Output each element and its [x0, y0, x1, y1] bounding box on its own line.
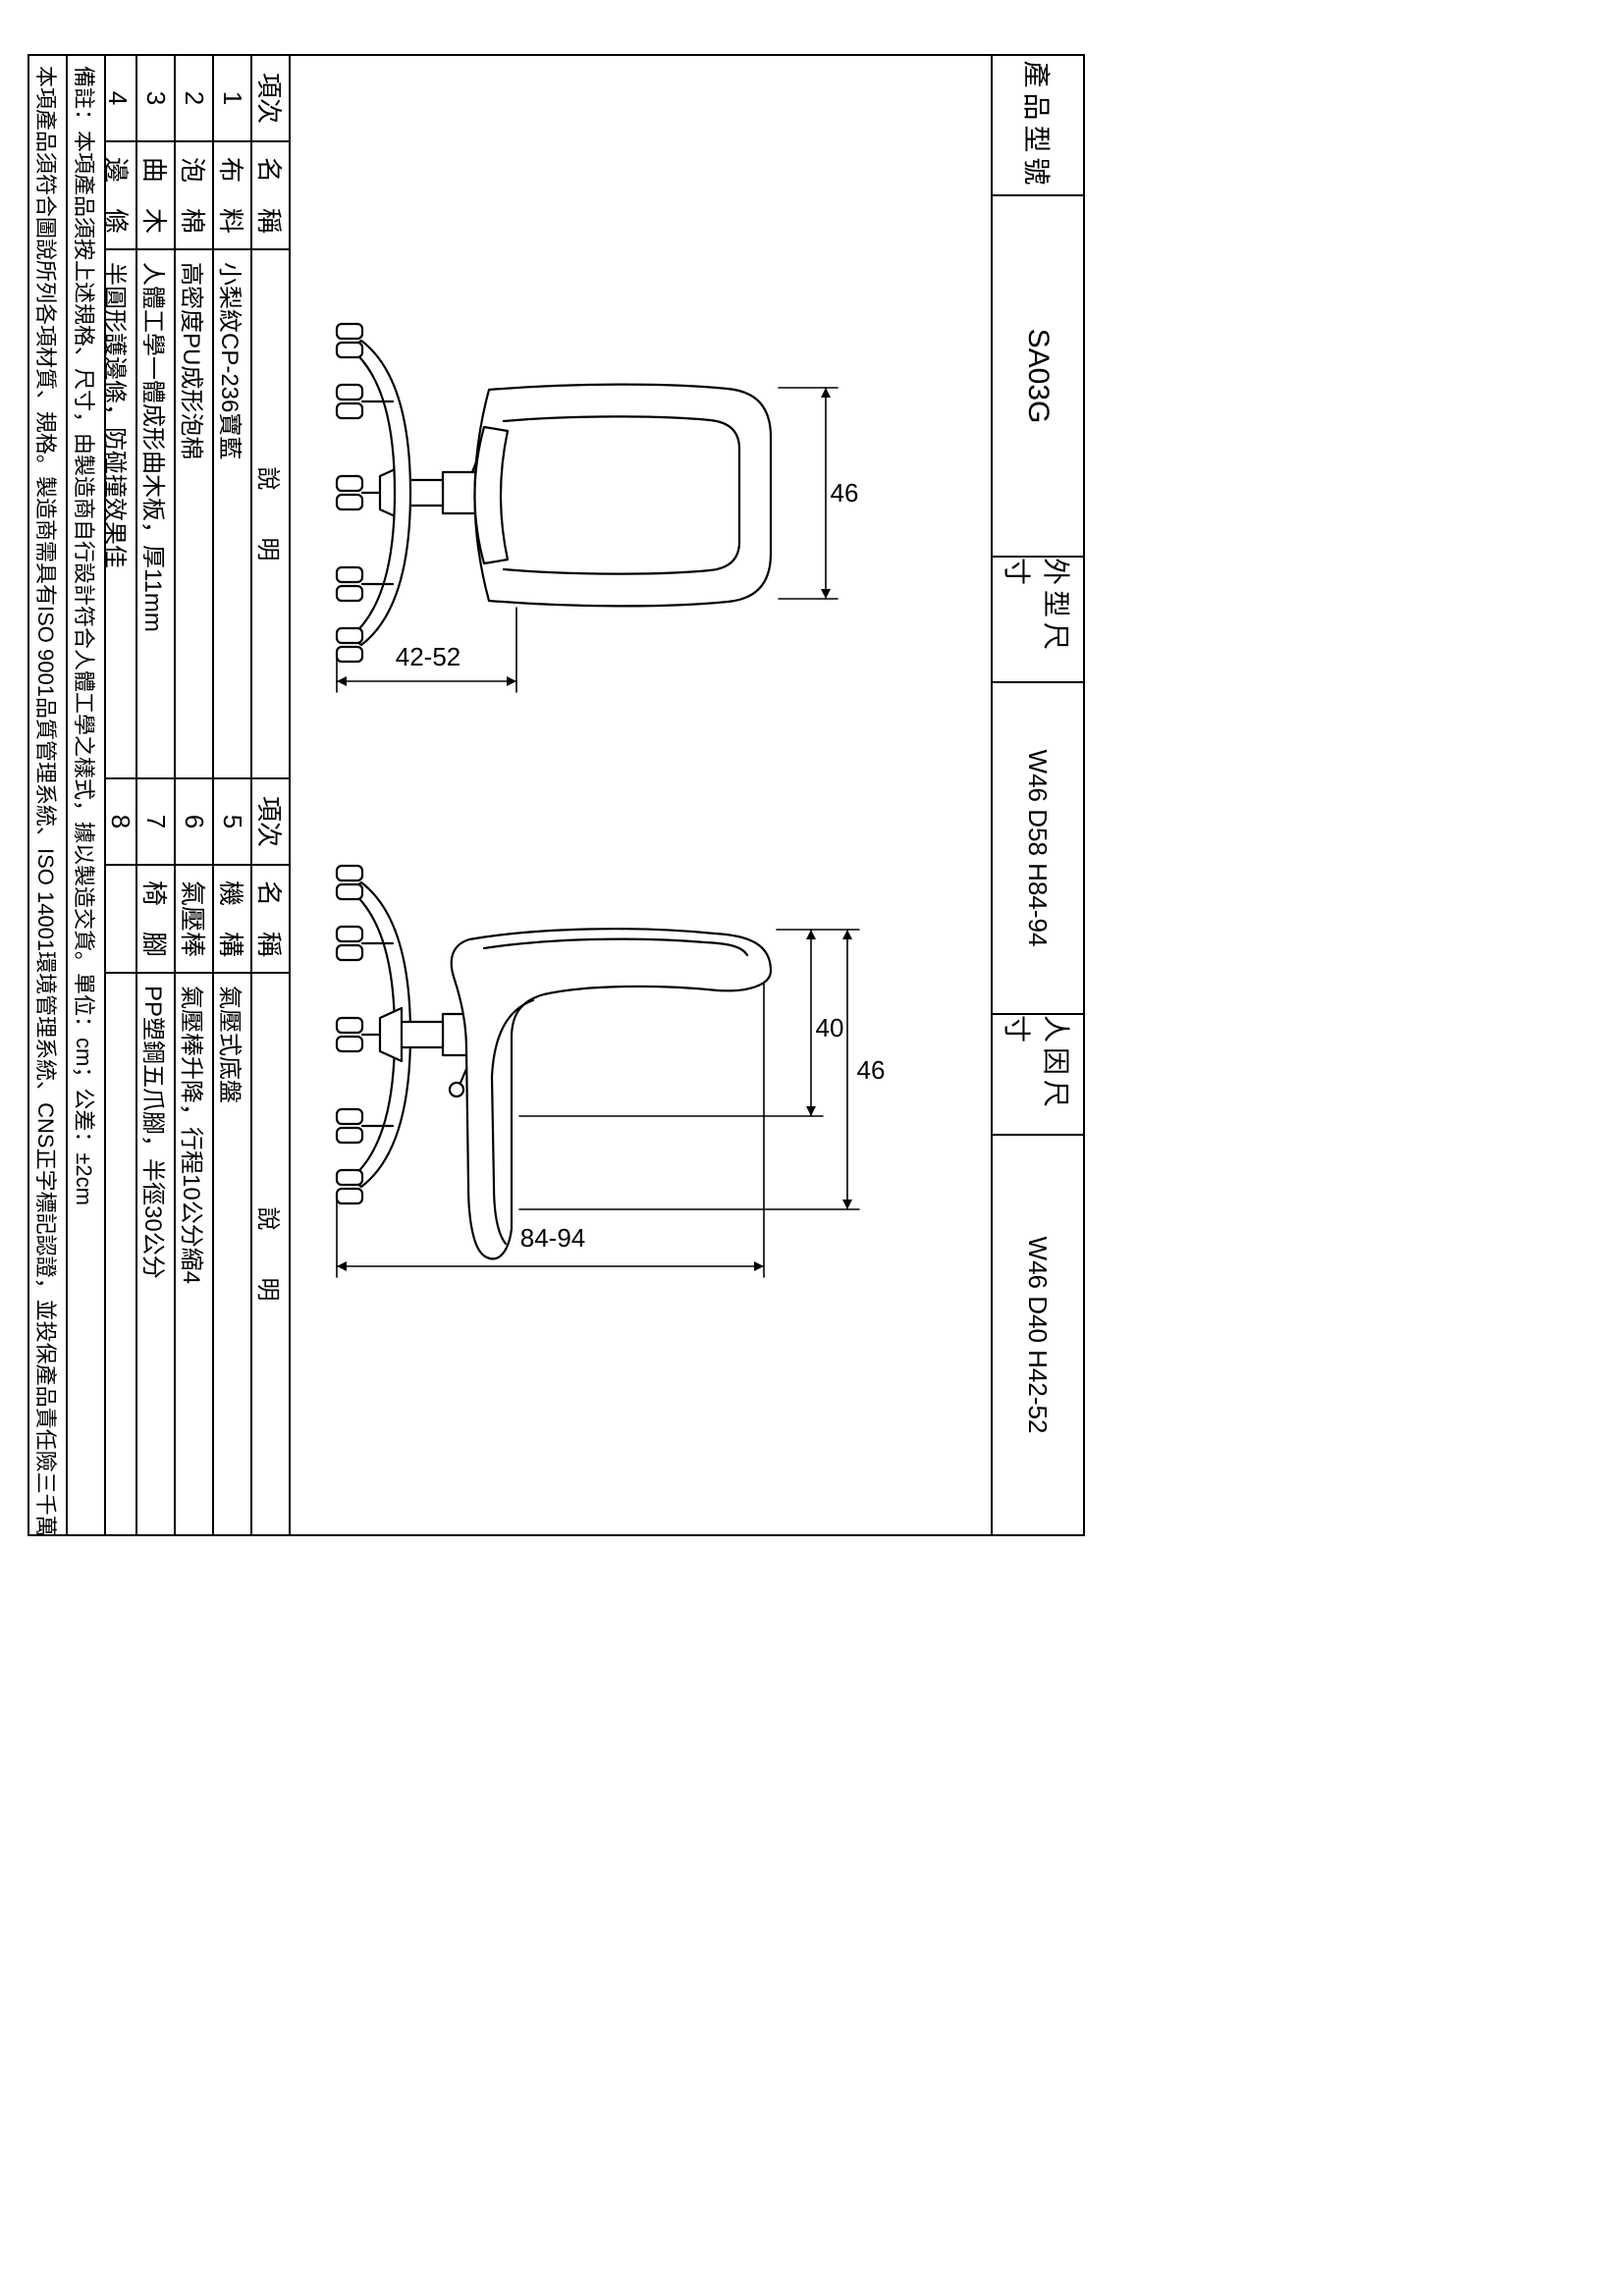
base-side	[349, 881, 412, 1189]
product-model-label: 產品型號	[993, 56, 1083, 196]
base-front	[349, 339, 412, 647]
item-no: 5	[214, 779, 250, 866]
item-no: 3	[137, 56, 174, 142]
caster	[335, 1168, 364, 1205]
casters-side	[335, 864, 364, 1205]
caster	[335, 864, 364, 901]
item-name: 曲 木	[137, 142, 174, 250]
item-desc: PP塑鋼五爪腳，半徑30公分	[139, 986, 166, 1279]
table-row: 5 機 構 氣壓式底盤	[214, 779, 252, 1534]
casters-front	[335, 322, 364, 664]
dim-label-overall-height-range: 84-94	[519, 1223, 586, 1253]
table-row: 8	[105, 779, 137, 1534]
table-row: 7 椅 腳 PP塑鋼五爪腳，半徑30公分	[137, 779, 176, 1534]
table-row: 6 氣壓棒 氣壓棒升降，行程10公分縮4	[176, 779, 214, 1534]
title-block: 產品型號 SA03G 外型尺寸 W46 D58 H84-94 人因尺寸 W46 …	[991, 56, 1083, 1534]
caster	[335, 1107, 364, 1145]
chair-drawings-svg	[335, 322, 860, 1278]
product-model-value: SA03G	[993, 196, 1083, 558]
ergonomic-size-label: 人因尺寸	[993, 1015, 1083, 1136]
table-header-row: 項次 名 稱 說 明	[252, 779, 289, 1534]
item-name: 椅 腳	[137, 866, 174, 974]
overall-size-value: W46 D58 H84-94	[993, 683, 1083, 1015]
item-name: 氣壓棒	[176, 866, 212, 974]
ergonomic-size-value: W46 D40 H42-52	[1023, 1236, 1054, 1434]
notes-block: 備註：本項產品須按上述規格、尺寸，由製造商自行設計符合人體工學之樣式，據以製造交…	[29, 56, 106, 1534]
caster	[335, 565, 364, 603]
note-line-2: 本項產品須符合圖說所列各項材質、規格。製造商需具有ISO 9001品質管理系統、…	[29, 56, 68, 1534]
header-name: 名 稱	[252, 866, 289, 974]
item-no: 6	[176, 779, 212, 866]
dimension-lines	[336, 387, 860, 1278]
item-desc: 人體工學一體成形曲木板，厚11mm	[139, 262, 166, 632]
item-desc: 小梨紋CP-236寶藍	[216, 262, 243, 460]
item-no: 1	[214, 56, 250, 142]
caster	[335, 925, 364, 962]
item-no: 7	[137, 779, 174, 866]
drawing-sheet: 產品型號 SA03G 外型尺寸 W46 D58 H84-94 人因尺寸 W46 …	[27, 54, 1085, 1536]
header-desc: 說 明	[254, 1206, 281, 1302]
chair-side-view	[335, 864, 773, 1260]
item-no: 2	[176, 56, 212, 142]
dim-label-seat-depth: 40	[815, 1013, 844, 1042]
item-name: 泡 棉	[176, 142, 212, 250]
spec-tables: 項次 名 稱 說 明 1 布 料 小梨紋CP-236寶藍 2 泡 棉 高密度PU…	[99, 56, 291, 1534]
note-line-1: 備註：本項產品須按上述規格、尺寸，由製造商自行設計符合人體工學之樣式，據以製造交…	[72, 66, 97, 1205]
header-desc: 說 明	[254, 466, 281, 561]
table-header-row: 項次 名 稱 說 明	[252, 56, 289, 777]
table-row: 1 布 料 小梨紋CP-236寶藍	[214, 56, 252, 777]
item-name: 布 料	[214, 142, 250, 250]
chair-front-view	[335, 322, 773, 664]
chair-side-profile	[450, 928, 773, 1260]
header-item-no: 項次	[252, 56, 289, 142]
item-name: 機 構	[214, 866, 250, 974]
item-desc: 氣壓式底盤	[216, 986, 243, 1103]
header-name: 名 稱	[252, 142, 289, 250]
item-desc	[105, 974, 135, 1534]
seat-front	[473, 425, 510, 565]
item-no: 8	[105, 779, 135, 866]
spec-table-2: 項次 名 稱 說 明 5 機 構 氣壓式底盤 6 氣壓棒 氣壓棒升降，行程10公…	[105, 779, 289, 1534]
caster	[335, 626, 364, 664]
item-name	[105, 866, 135, 974]
header-item-no: 項次	[252, 779, 289, 866]
spec-table-1: 項次 名 稱 說 明 1 布 料 小梨紋CP-236寶藍 2 泡 棉 高密度PU…	[99, 56, 289, 779]
dim-label-seat-width: 46	[856, 1055, 886, 1085]
caster	[335, 1016, 364, 1053]
dim-label-seat-height-range: 42-52	[395, 642, 461, 671]
caster	[335, 322, 364, 359]
table-row: 2 泡 棉 高密度PU成形泡棉	[176, 56, 214, 777]
caster	[335, 474, 364, 511]
table-row: 3 曲 木 人體工學一體成形曲木板，厚11mm	[137, 56, 176, 777]
caster	[335, 383, 364, 420]
backrest-front	[473, 383, 773, 608]
item-desc: 氣壓棒升降，行程10公分縮4	[178, 986, 204, 1285]
dim-label-front-width: 46	[830, 478, 859, 507]
overall-size-label: 外型尺寸	[993, 558, 1083, 683]
item-desc: 高密度PU成形泡棉	[178, 262, 204, 460]
